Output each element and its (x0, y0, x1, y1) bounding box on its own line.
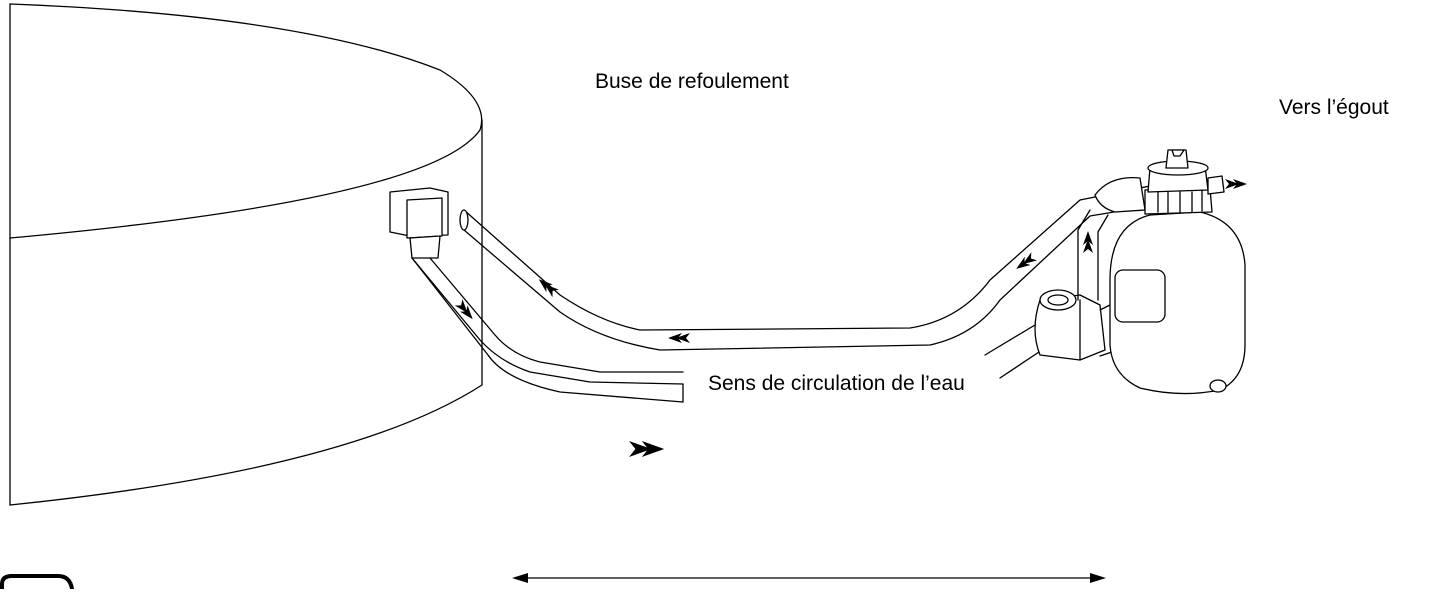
sand-filter (1109, 149, 1246, 395)
pump-riser-pipe (1077, 176, 1146, 301)
filter-tank (1109, 211, 1246, 395)
pump-inlet-pipe (984, 321, 1046, 379)
suction-pipe (411, 257, 684, 403)
pool (9, 3, 483, 506)
flow-arrow-riser (1083, 231, 1093, 253)
skimmer (389, 187, 449, 259)
return-nozzle-label: Buse de refoulement (595, 70, 789, 93)
flow-arrows (454, 179, 1247, 457)
flow-arrow-suction (454, 299, 473, 320)
flow-arrow-return-middle (668, 333, 690, 343)
flow-direction-label: Sens de circulation de l’eau (708, 372, 965, 395)
flow-arrow-return-filter (1016, 252, 1038, 269)
flow-arrow-return-nozzle (538, 279, 559, 298)
return-pipe (459, 185, 1151, 351)
pool-top-rim (9, 3, 483, 239)
flow-arrow-legend (629, 441, 665, 457)
dimension-arrow (512, 573, 1106, 583)
pool-bottom-edge (9, 384, 483, 506)
warning-box-icon (0, 574, 74, 591)
return-nozzle-end (459, 209, 469, 231)
flow-arrow-drain (1225, 179, 1247, 189)
filter-label-plate (1114, 269, 1166, 323)
drain-plug (1209, 379, 1227, 393)
to-drain-label: Vers l’égout (1279, 96, 1389, 119)
pump (1034, 289, 1121, 361)
